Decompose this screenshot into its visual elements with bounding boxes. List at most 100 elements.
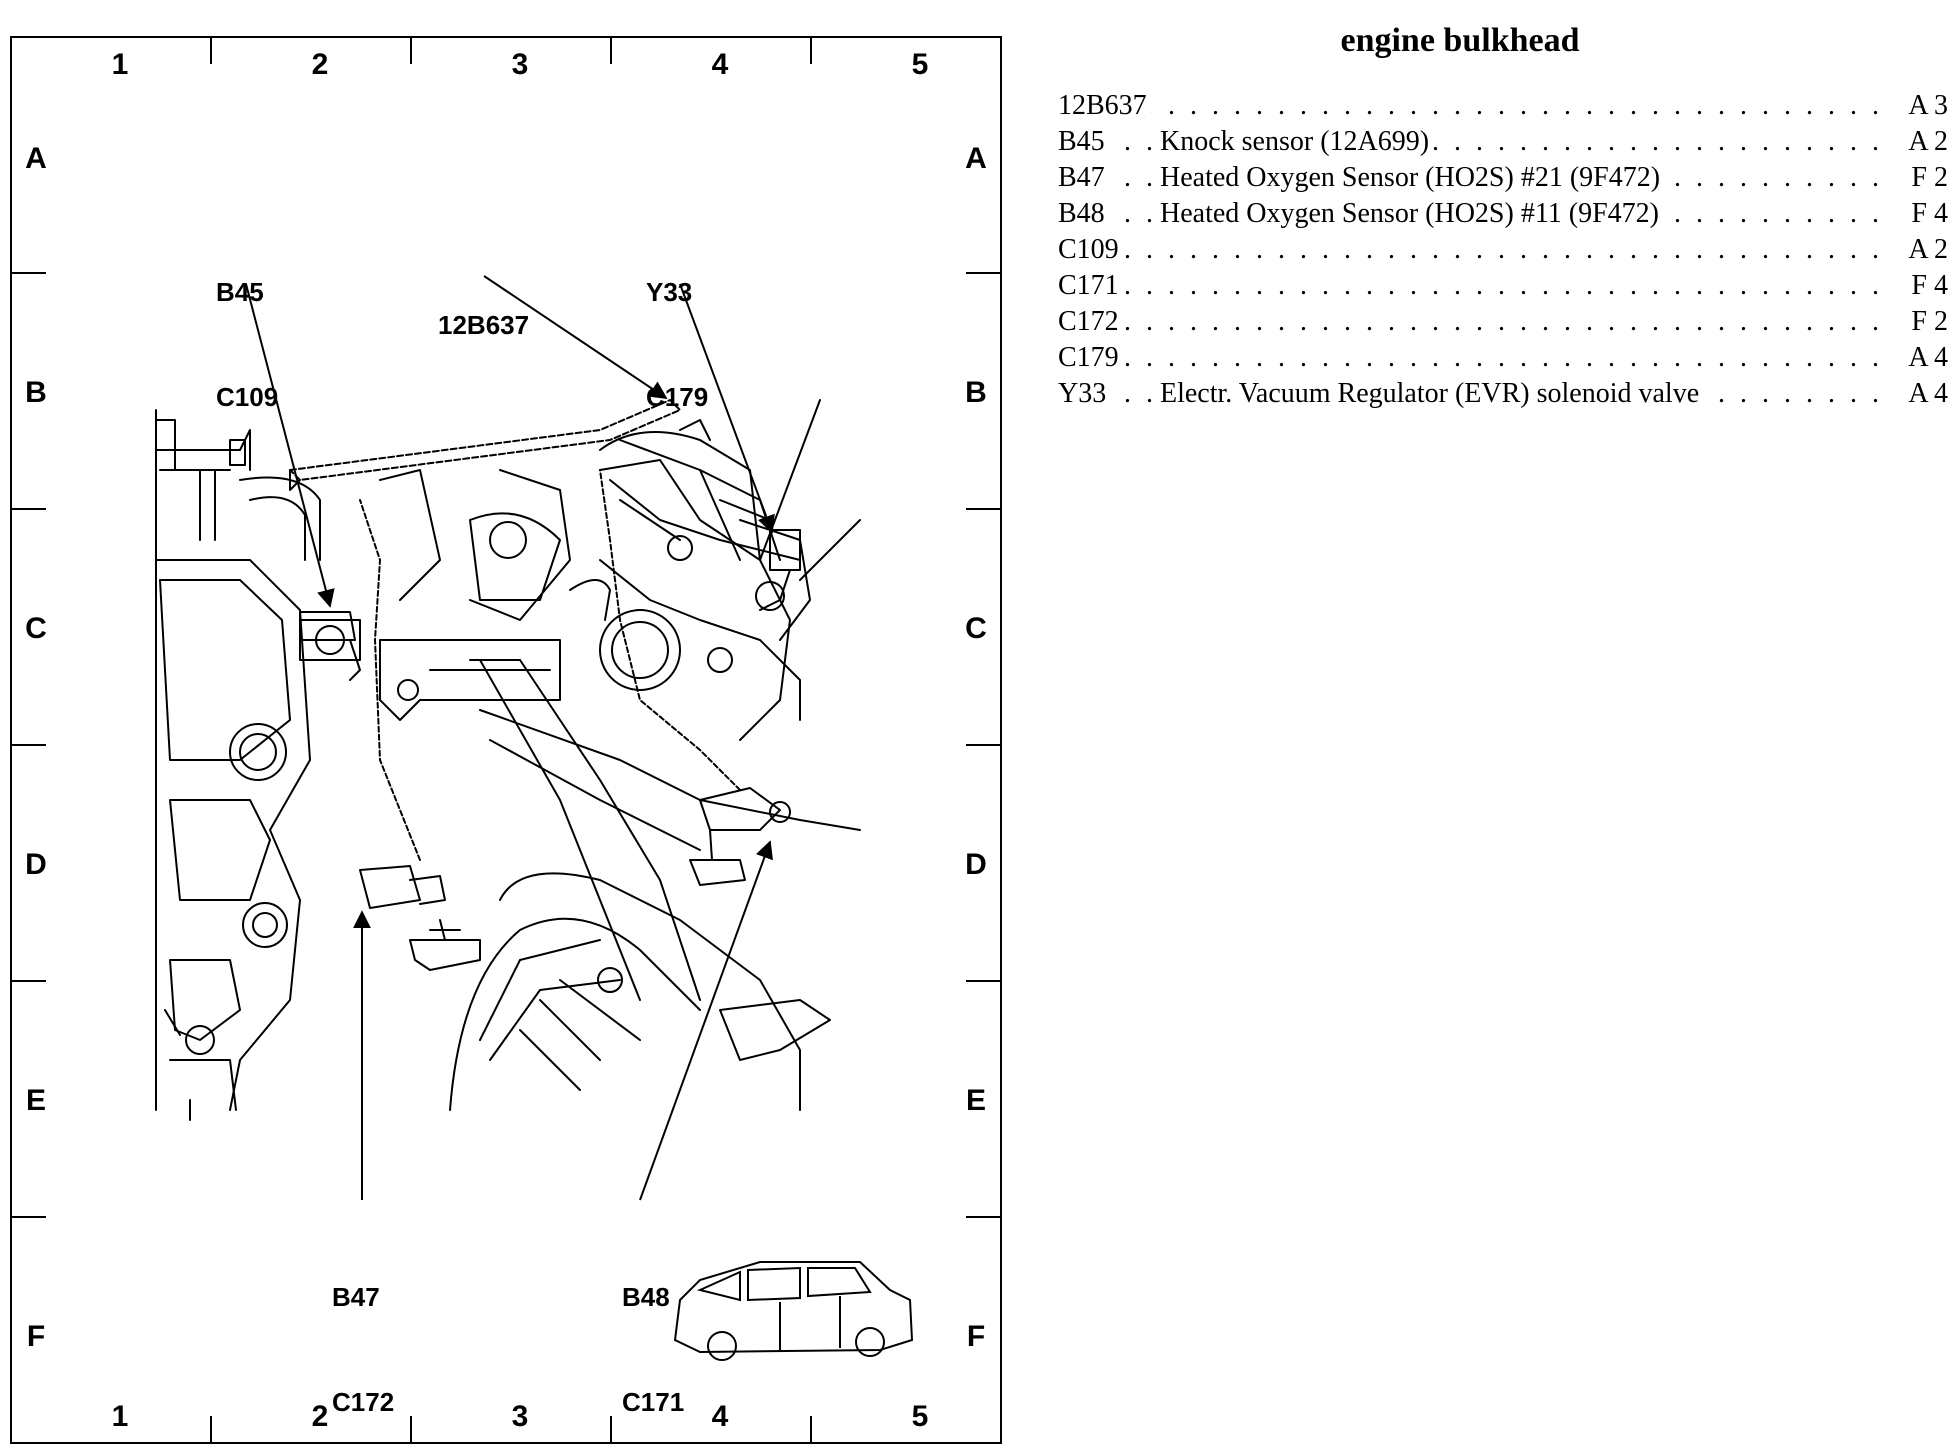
legend-location: F 4 xyxy=(1894,196,1948,232)
grid-tick xyxy=(966,980,1000,982)
grid-tick xyxy=(966,272,1000,274)
engine-drawing xyxy=(155,275,914,1361)
oxygen-sensor-b47-connector xyxy=(359,865,421,909)
row-label-right: E xyxy=(965,1084,986,1117)
row-label-right: C xyxy=(965,612,987,645)
knock-sensor-b45 xyxy=(299,611,356,641)
grid-tick xyxy=(12,272,46,274)
legend-description: Electr. Vacuum Regulator (EVR) solenoid … xyxy=(1160,376,1704,412)
callout-line: C172 xyxy=(332,1387,395,1417)
cross-member xyxy=(379,639,561,721)
legend-location: A 2 xyxy=(1894,124,1948,160)
vehicle-thumbnail xyxy=(673,1261,914,1361)
col-label-bottom: 3 xyxy=(511,1400,529,1433)
engine-block-left-detail xyxy=(159,579,291,761)
legend-code: 12B637 xyxy=(1058,88,1151,124)
grid-tick xyxy=(410,1416,412,1442)
evr-solenoid-y33 xyxy=(769,529,801,571)
legend-location: F 4 xyxy=(1894,268,1948,304)
engine-block-left xyxy=(155,409,311,1111)
callout-line: B47 xyxy=(332,1282,380,1312)
legend-location: F 2 xyxy=(1894,304,1948,340)
leader-dots: . . . . . . . . . . . . . . . . . . . . … xyxy=(1058,234,1888,265)
legend-row: . . . . . . . . . . . . . . . . . . . . … xyxy=(1058,340,1948,376)
grid-tick xyxy=(610,1416,612,1442)
col-label-bottom: 1 xyxy=(111,1400,129,1433)
legend-code: B47 xyxy=(1058,160,1109,196)
legend-code: C172 xyxy=(1058,304,1123,340)
o2-sensor-wire-b47 xyxy=(359,499,421,861)
grid-tick xyxy=(966,508,1000,510)
col-label-bottom: 2 xyxy=(311,1400,329,1433)
row-label-left: F xyxy=(26,1320,46,1353)
legend-row: . . . . . . . . . . . . . . . . . . . . … xyxy=(1058,268,1948,304)
legend-title: engine bulkhead xyxy=(1340,22,1580,59)
legend-description: Heated Oxygen Sensor (HO2S) #21 (9F472) xyxy=(1160,160,1665,196)
leader-b48 xyxy=(639,840,773,1201)
grid-tick xyxy=(410,38,412,64)
grid-tick xyxy=(810,1416,812,1442)
legend-row: . . . . . . . . . . . . . . . . . . . . … xyxy=(1058,376,1948,412)
frame-rail xyxy=(479,659,701,1001)
o2-sensor-wire-b48 xyxy=(599,469,741,791)
callout-12b637: 12B637 xyxy=(438,238,529,378)
callout-line: C109 xyxy=(216,382,279,412)
callout-line: 12B637 xyxy=(438,310,530,340)
callout-line: C171 xyxy=(622,1387,685,1417)
oxygen-sensor-b48-connector xyxy=(699,787,781,831)
legend-location: A 3 xyxy=(1894,88,1948,124)
legend-code: Y33 xyxy=(1058,376,1111,412)
legend-description: Heated Oxygen Sensor (HO2S) #11 (9F472) xyxy=(1160,196,1663,232)
legend-location: F 2 xyxy=(1894,160,1948,196)
callout-b47-c172: B47 C172 xyxy=(332,1210,394,1455)
intake-structure xyxy=(379,469,571,621)
legend-row: . . . . . . . . . . . . . . . . . . . . … xyxy=(1058,304,1948,340)
legend-row: . . . . . . . . . . . . . . . . . . . . … xyxy=(1058,124,1948,160)
grid-tick xyxy=(610,38,612,64)
col-label-top: 1 xyxy=(111,48,129,81)
grid-tick xyxy=(966,744,1000,746)
leader-y33 xyxy=(679,283,775,534)
transmission-bellhousing xyxy=(449,872,801,1111)
legend-location: A 2 xyxy=(1894,232,1948,268)
leader-b45 xyxy=(245,283,335,608)
col-label-top: 3 xyxy=(511,48,529,81)
leader-dots: . . . . . . . . . . . . . . . . . . . . … xyxy=(1058,342,1888,373)
grid-tick xyxy=(966,1216,1000,1218)
grid-tick xyxy=(810,38,812,64)
row-label-right: B xyxy=(965,376,987,409)
legend-code: C171 xyxy=(1058,268,1123,304)
row-label-left: E xyxy=(25,1084,46,1117)
legend-location: A 4 xyxy=(1894,376,1948,412)
grid-tick xyxy=(12,508,46,510)
legend-location: A 4 xyxy=(1894,340,1948,376)
callout-line: B45 xyxy=(216,277,264,307)
leader-dots: . . . . . . . . . . . . . . . . . . . . … xyxy=(1058,306,1888,337)
leader-dots: . . . . . . . . . . . . . . . . . . . . … xyxy=(1058,90,1888,121)
leader-dots: . . . . . . . . . . . . . . . . . . . . … xyxy=(1058,270,1888,301)
row-label-right: F xyxy=(966,1320,986,1353)
legend-description: Knock sensor (12A699) xyxy=(1160,124,1434,160)
row-label-left: D xyxy=(25,848,47,881)
callout-b45-c109: B45 C109 xyxy=(216,205,278,450)
callout-line: Y33 xyxy=(646,277,693,307)
row-label-left: B xyxy=(25,376,47,409)
legend-row: . . . . . . . . . . . . . . . . . . . . … xyxy=(1058,160,1948,196)
legend-row: . . . . . . . . . . . . . . . . . . . . … xyxy=(1058,88,1948,124)
row-label-left: A xyxy=(25,142,47,175)
col-label-top: 4 xyxy=(711,48,729,81)
row-label-left: C xyxy=(25,612,47,645)
grid-tick xyxy=(12,1216,46,1218)
row-label-right: A xyxy=(965,142,987,175)
col-label-top: 5 xyxy=(911,48,929,81)
diagram-frame: 1 2 3 4 5 1 2 3 4 5 A B C D E F A B C D … xyxy=(10,36,1002,1444)
component-legend: . . . . . . . . . . . . . . . . . . . . … xyxy=(1058,88,1948,412)
grid-tick xyxy=(210,1416,212,1442)
row-label-right: D xyxy=(965,848,987,881)
leader-12b637 xyxy=(483,275,668,400)
callout-line: C179 xyxy=(646,382,709,412)
grid-tick xyxy=(12,980,46,982)
callout-y33-c179: Y33 C179 xyxy=(646,205,708,450)
callout-line: B48 xyxy=(622,1282,670,1312)
legend-code: C109 xyxy=(1058,232,1123,268)
